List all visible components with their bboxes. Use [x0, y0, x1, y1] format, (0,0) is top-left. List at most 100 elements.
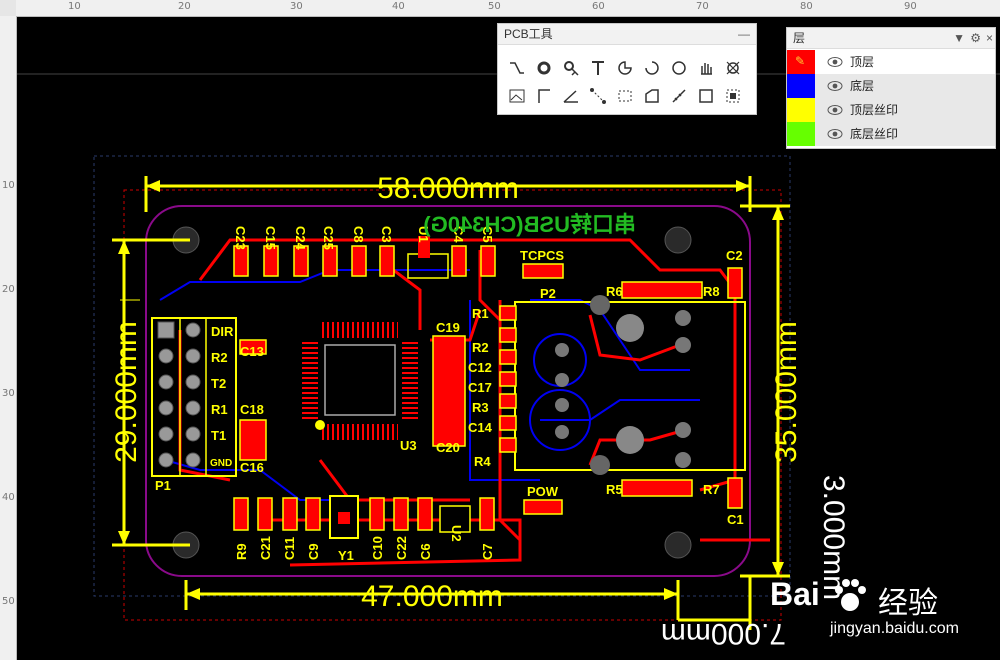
- image-tool-icon[interactable]: [504, 84, 530, 108]
- label-y1: Y1: [338, 548, 354, 563]
- layer-swatch-bottom: [787, 74, 815, 98]
- baidu-watermark: Bai 经验 jingyan.baidu.com: [760, 568, 1000, 660]
- label-c19: C19: [436, 320, 460, 335]
- ruler-tick: 10: [2, 180, 15, 191]
- dimension-tool-icon[interactable]: [531, 84, 557, 108]
- ruler-tick: 50: [2, 596, 15, 607]
- ruler-left: 10 20 30 40 50: [0, 16, 17, 660]
- silk-labels: DIR R2 T2 R1 T1 GND C13 C18 C16 P1 C19 R…: [155, 226, 744, 563]
- label-c17: C17: [468, 380, 492, 395]
- watermark-url: jingyan.baidu.com: [830, 620, 959, 637]
- dimension-right-side: 3.000mm: [817, 475, 850, 600]
- dimension-right: 35.000mm: [770, 321, 803, 463]
- label-t1: T1: [211, 428, 226, 443]
- ruler-tick: 30: [2, 388, 15, 399]
- pan-tool-icon[interactable]: [693, 56, 719, 80]
- smd-pads: [233, 245, 743, 531]
- label-r2b: R2: [472, 340, 489, 355]
- label-pow: POW: [527, 484, 559, 499]
- label-tcpcs: TCPCS: [520, 248, 564, 263]
- eye-icon[interactable]: [827, 80, 843, 92]
- track-tool-icon[interactable]: [504, 56, 530, 80]
- label-c3: C3: [379, 226, 394, 243]
- ruler-tick: 10: [68, 1, 81, 12]
- label-u1: U1: [416, 226, 431, 243]
- label-r6: R6: [606, 284, 623, 299]
- layer-name: 顶层: [850, 55, 875, 69]
- eye-icon[interactable]: [827, 104, 843, 116]
- label-c14: C14: [468, 420, 493, 435]
- label-r1: R1: [211, 402, 228, 417]
- label-c10: C10: [370, 536, 385, 560]
- text-tool-icon[interactable]: [585, 56, 611, 80]
- layer-name: 底层丝印: [850, 127, 899, 141]
- label-r9: R9: [234, 543, 249, 560]
- angle-tool-icon[interactable]: [558, 84, 584, 108]
- rect-select-tool-icon[interactable]: [612, 84, 638, 108]
- layer-row-top[interactable]: ✎ 顶层: [787, 50, 995, 74]
- label-r4: R4: [474, 454, 491, 469]
- label-c5: C5: [480, 226, 495, 243]
- polygon-tool-icon[interactable]: [639, 84, 665, 108]
- regulator-u2: [439, 505, 471, 533]
- arc-tool-icon[interactable]: [612, 56, 638, 80]
- label-gnd: GND: [210, 458, 232, 469]
- layer-name: 顶层丝印: [850, 103, 899, 117]
- layers-panel: 层 ▼ ⚙ × ✎ 顶层 底层 顶层丝印 底层丝印: [786, 27, 996, 149]
- layer-swatch-bottom-silk: [787, 122, 815, 146]
- layer-row-bottom[interactable]: 底层: [787, 74, 995, 98]
- ruler-tick: 70: [696, 1, 709, 12]
- copper-area-tool-icon[interactable]: [720, 84, 746, 108]
- usb-connector-p2: [499, 295, 746, 475]
- arc2-tool-icon[interactable]: [639, 56, 665, 80]
- gear-icon[interactable]: ⚙: [970, 31, 981, 45]
- cross-tool-icon[interactable]: [720, 56, 746, 80]
- label-c9: C9: [306, 543, 321, 560]
- measure-tool-icon[interactable]: [666, 84, 692, 108]
- label-c11: C11: [282, 537, 297, 560]
- pcb-tools-title: PCB工具: [504, 27, 553, 41]
- label-c2: C2: [726, 248, 743, 263]
- label-p2: P2: [540, 286, 556, 301]
- layers-title: 层: [793, 31, 806, 45]
- close-icon[interactable]: ×: [985, 31, 993, 45]
- pin-icon[interactable]: ▼: [953, 31, 965, 45]
- label-c22: C22: [394, 536, 409, 560]
- ruler-tick: 20: [178, 1, 191, 12]
- label-c21: C21: [258, 536, 273, 560]
- ruler-corner: [0, 0, 16, 16]
- layer-name: 底层: [850, 79, 875, 93]
- connect-tool-icon[interactable]: [585, 84, 611, 108]
- pcb-tools-header: PCB工具 —: [498, 24, 756, 45]
- label-c16: C16: [240, 460, 264, 475]
- ruler-tick: 60: [592, 1, 605, 12]
- circle-tool-icon[interactable]: [666, 56, 692, 80]
- dimension-arrows: [118, 180, 784, 600]
- minimize-button[interactable]: —: [738, 27, 750, 41]
- pencil-icon: ✎: [795, 54, 806, 68]
- eye-icon[interactable]: [827, 128, 843, 140]
- ruler-tick: 90: [904, 1, 917, 12]
- via-tool-icon[interactable]: [558, 56, 584, 80]
- chip-u3: [302, 322, 418, 440]
- pad-tool-icon[interactable]: [531, 56, 557, 80]
- ruler-tick: 20: [2, 284, 15, 295]
- ruler-tick: 40: [392, 1, 405, 12]
- eye-icon[interactable]: [827, 56, 843, 68]
- label-r7: R7: [703, 482, 720, 497]
- dimension-lines: [112, 176, 790, 630]
- label-c20: C20: [436, 440, 460, 455]
- label-r2: R2: [211, 350, 228, 365]
- label-u2: U2: [449, 525, 464, 542]
- label-c18: C18: [240, 402, 264, 417]
- square-tool-icon[interactable]: [693, 84, 719, 108]
- ruler-tick: 30: [290, 1, 303, 12]
- layer-row-top-silk[interactable]: 顶层丝印: [787, 98, 995, 122]
- ruler-top: 10 20 30 40 50 60 70 80 90: [0, 0, 1000, 17]
- label-r8: R8: [703, 284, 720, 299]
- label-c13: C13: [240, 344, 264, 359]
- label-r5: R5: [606, 482, 623, 497]
- label-p1: P1: [155, 478, 171, 493]
- dimension-top: 58.000mm: [377, 172, 519, 205]
- layer-row-bottom-silk[interactable]: 底层丝印: [787, 122, 995, 146]
